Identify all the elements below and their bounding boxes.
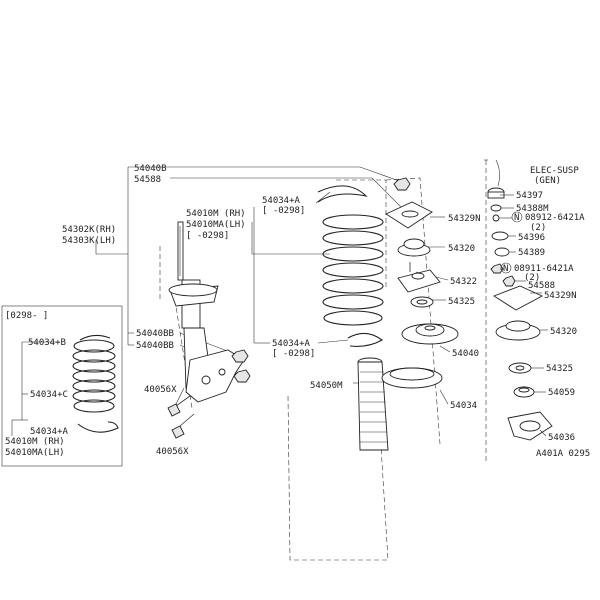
- inset-label-54010m: 54010M (RH): [5, 437, 65, 447]
- label-54325-top: 54325: [448, 297, 475, 307]
- bearing-54325-top: [410, 296, 434, 308]
- label-54303k: 54303K(LH): [62, 236, 116, 246]
- label-54302k: 54302K(RH): [62, 225, 116, 235]
- inset-label-54034b: 54034+B: [28, 338, 66, 348]
- plate-54329n-right: [493, 285, 544, 311]
- inset-coil-spring: [72, 334, 119, 433]
- spring-bottom-coil: [347, 332, 384, 347]
- label-54388m: 54388M: [516, 204, 549, 214]
- piston-rod: [177, 221, 184, 281]
- label-54034a-mid: 54034+A: [272, 339, 311, 349]
- nut-54588-right: [502, 275, 516, 287]
- label-54588-top: 54588: [134, 175, 161, 185]
- elec-susp-labels: 54397 54388M 08912-6421A (2) 54396 54389…: [514, 191, 590, 459]
- spring-top-coil: [317, 185, 368, 203]
- nut-54040bb-upper: [231, 349, 249, 363]
- inset-label-54034a: 54034+A: [30, 427, 69, 437]
- nut-symbol-1: N: [514, 213, 519, 223]
- label-54034a-top: 54034+A: [262, 196, 301, 206]
- main-coil-spring: [317, 185, 384, 347]
- label-54010m: 54010M (RH): [186, 209, 246, 219]
- nut-54040bb-lower: [233, 369, 251, 383]
- label-40056x-2: 40056X: [156, 447, 189, 457]
- label-54329n-right: 54329N: [544, 291, 577, 301]
- inset-label-54010ma: 54010MA(LH): [5, 448, 65, 458]
- inset-label-54034c: 54034+C: [30, 390, 68, 400]
- bearing-54325-right: [508, 362, 532, 374]
- label-54588-right: 54588: [528, 281, 555, 291]
- label-54040b: 54040B: [134, 164, 167, 174]
- knuckle-bracket: [185, 349, 245, 403]
- bushing-54389: [494, 247, 510, 257]
- label-54320-top: 54320: [448, 244, 475, 254]
- label-54010ma: 54010MA(LH): [186, 220, 246, 230]
- elec-susp-subtitle: (GEN): [534, 176, 561, 186]
- label-08911-6421a: 08911-6421A: [514, 264, 574, 274]
- label-54059: 54059: [548, 388, 575, 398]
- label-54034a-mid-range: [ -0298]: [272, 349, 315, 359]
- label-54036: 54036: [548, 433, 575, 443]
- nut-symbol-2: N: [503, 264, 508, 274]
- inset-panel: [0298- ] 54034+B 54034+C 54034+A 54010M …: [1, 305, 123, 467]
- strut-assembly: [167, 221, 251, 439]
- diagram-code: A401A 0295: [536, 449, 590, 459]
- label-54040: 54040: [452, 349, 479, 359]
- label-54329n-top: 54329N: [448, 214, 481, 224]
- label-54040bb-1: 54040BB: [136, 329, 174, 339]
- part-labels: 54040B 54588 54302K(RH) 54303K(LH) 54010…: [62, 164, 481, 457]
- washer-54396: [491, 231, 509, 241]
- spring-seat-54040: [401, 323, 459, 345]
- label-54322: 54322: [450, 277, 477, 287]
- top-mount-stack: [381, 177, 459, 389]
- bolt-40056x-upper: [167, 395, 191, 417]
- label-54389: 54389: [518, 248, 545, 258]
- label-54325-right: 54325: [546, 364, 573, 374]
- insulator-54320-top: [397, 238, 431, 257]
- actuator-54397: [487, 159, 505, 199]
- insulator-54320-right: [495, 320, 541, 341]
- label-08912-6421a: 08912-6421A: [525, 213, 585, 223]
- label-54034: 54034: [450, 401, 477, 411]
- dust-boot-54050m: [357, 357, 389, 451]
- label-54010m-range: [ -0298]: [186, 231, 229, 241]
- nut-54588-top: [393, 177, 411, 191]
- nut-08912-6421a: N: [492, 211, 523, 223]
- seat-54059: [513, 386, 535, 398]
- elec-susp-title: ELEC-SUSP: [530, 166, 579, 176]
- label-54040bb-2: 54040BB: [136, 341, 174, 351]
- label-54396: 54396: [518, 233, 545, 243]
- label-54050m: 54050M: [310, 381, 343, 391]
- label-54397: 54397: [516, 191, 543, 201]
- label-54034a-top-range: [ -0298]: [262, 206, 305, 216]
- label-08911-qty: (2): [524, 273, 540, 283]
- inset-border: [1, 305, 123, 467]
- label-08912-qty: (2): [530, 223, 546, 233]
- mount-54036: [507, 411, 553, 441]
- label-54320-right: 54320: [550, 327, 577, 337]
- label-40056x-1: 40056X: [144, 385, 177, 395]
- washer-54388m: [490, 204, 502, 212]
- nut-08911-6421a: N: [490, 262, 512, 274]
- bolt-40056x-lower: [171, 413, 195, 439]
- bracket-54322: [397, 262, 441, 293]
- plate-54329n-top: [385, 201, 433, 229]
- lower-seat-54034: [381, 367, 443, 389]
- inset-header: [0298- ]: [5, 311, 48, 321]
- elec-susp-panel: ELEC-SUSP (GEN) N N: [484, 159, 579, 462]
